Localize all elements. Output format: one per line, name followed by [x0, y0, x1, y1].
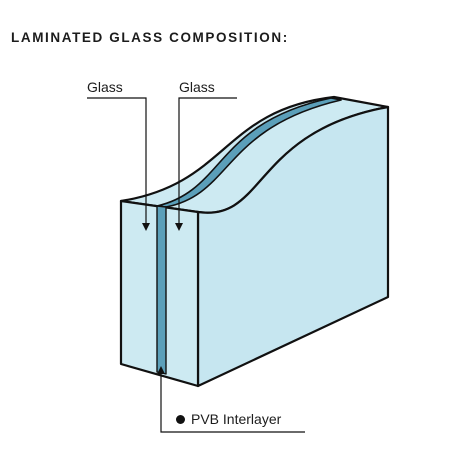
glass-right-arrowhead: [175, 223, 183, 231]
glass-label-right: Glass: [179, 79, 215, 95]
glass-left-leader: [87, 97, 147, 226]
pvb-interlayer-text: PVB Interlayer: [191, 411, 282, 427]
glass-side-face: [196, 105, 390, 388]
pvb-front-strip: [156, 205, 167, 375]
glass-label-left: Glass: [87, 79, 123, 95]
pvb-leader: [160, 370, 305, 433]
pvb-interlayer-label: PVB Interlayer: [176, 411, 281, 427]
diagram-title: LAMINATED GLASS COMPOSITION:: [11, 30, 289, 45]
glass-right-leader: [178, 97, 237, 226]
pvb-arrowhead: [157, 366, 165, 374]
bullet-icon: [176, 414, 185, 424]
pvb-top-strip: [156, 97, 342, 208]
glass-left-arrowhead: [142, 223, 150, 231]
